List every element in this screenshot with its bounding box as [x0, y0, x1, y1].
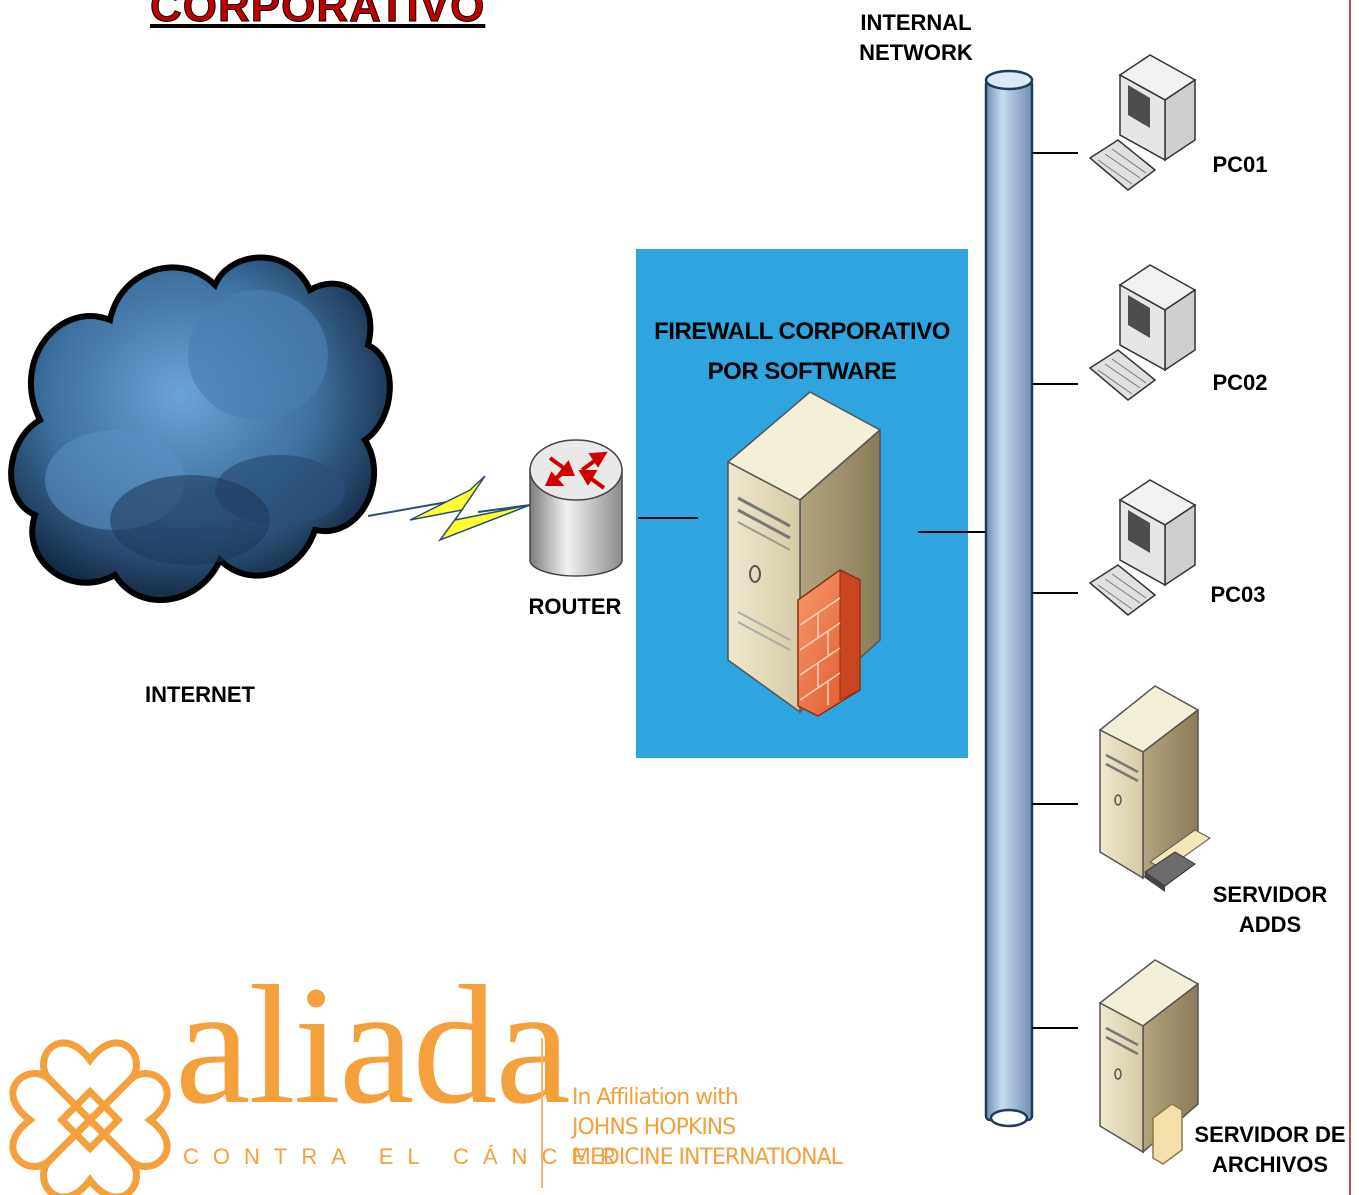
internal-network-label-line1: INTERNAL	[860, 10, 972, 35]
pc02-label: PC02	[1212, 370, 1268, 395]
page-border-right	[1349, 0, 1351, 1195]
internet-cloud-icon	[8, 254, 393, 603]
affiliation-line1: In Affiliation with	[572, 1085, 739, 1110]
firewall-label-line1: FIREWALL CORPORATIVO	[654, 318, 950, 345]
pc03-label: PC03	[1210, 582, 1266, 607]
adds-server-icon	[1098, 685, 1211, 892]
firewall-label: FIREWALL CORPORATIVO POR SOFTWARE	[636, 312, 968, 392]
internal-network-label: INTERNAL NETWORK	[846, 8, 986, 68]
file-server-label-line2: ARCHIVOS	[1211, 1152, 1329, 1177]
adds-server-label-line1: SERVIDOR	[1212, 882, 1328, 907]
firewall-server-icon	[726, 391, 882, 717]
aliada-logo-wordmark: aliada	[175, 951, 571, 1139]
adds-server-label-line2: ADDS	[1238, 912, 1302, 937]
aliada-logo-mark	[9, 1039, 171, 1195]
internet-label: INTERNET	[145, 682, 255, 707]
router-icon	[529, 439, 623, 577]
pc01-label: PC01	[1212, 152, 1268, 177]
internal-network-bus	[984, 69, 1034, 1128]
page-title: CORPORATIVO	[149, 0, 486, 32]
internal-network-label-line2: NETWORK	[859, 40, 973, 65]
pc02-icon	[1088, 264, 1197, 401]
wan-link-lightning	[367, 475, 531, 542]
file-server-label: SERVIDOR DE ARCHIVOS	[1190, 1120, 1350, 1180]
affiliation-line2: JOHNS HOPKINS	[572, 1115, 736, 1140]
adds-server-label: SERVIDOR ADDS	[1195, 880, 1345, 940]
device-links	[1032, 152, 1078, 1029]
logo-divider	[541, 1038, 543, 1188]
firewall-label-line2: POR SOFTWARE	[707, 358, 897, 385]
affiliation-line3: MEDICINE INTERNATIONAL	[572, 1145, 843, 1170]
file-server-icon	[1098, 959, 1200, 1165]
pc03-icon	[1088, 479, 1197, 616]
pc01-icon	[1088, 54, 1197, 191]
aliada-logo-tagline: CONTRA EL CÁNCER	[183, 1144, 630, 1169]
file-server-label-line1: SERVIDOR DE	[1194, 1122, 1346, 1147]
router-label: ROUTER	[528, 594, 622, 619]
affiliation-text: In Affiliation with JOHNS HOPKINS MEDICI…	[572, 1083, 843, 1173]
